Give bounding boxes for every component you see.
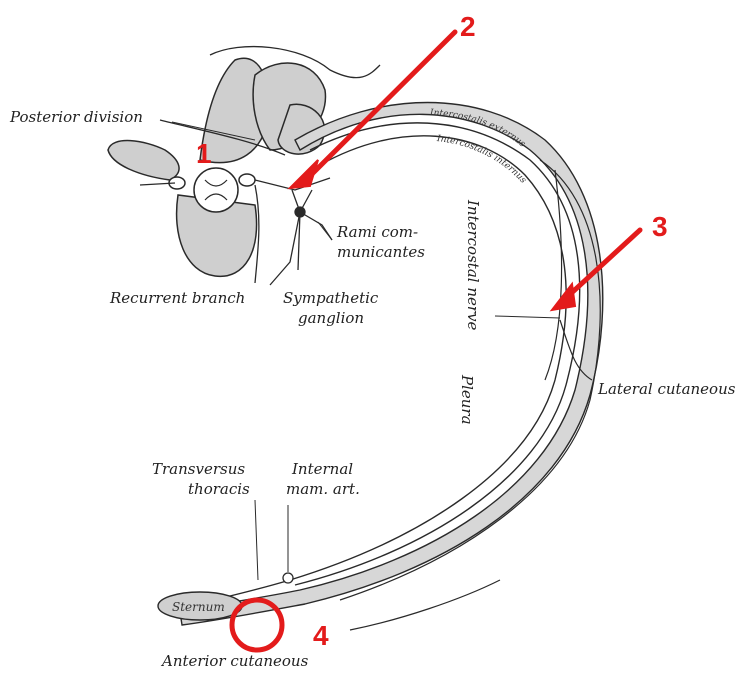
sympathetic-ganglion-label-line1: Sympathetic (283, 289, 379, 307)
marker-1: 1 (196, 138, 212, 169)
recurrent-branch-label: Recurrent branch (109, 289, 245, 307)
vertebra (108, 58, 325, 276)
dorsal-root-ganglion-right (239, 174, 255, 186)
arrow-3-head (552, 284, 575, 310)
pleura-label: Pleura (458, 374, 476, 425)
rami-label-line1: Rami com- (336, 223, 418, 241)
internal-mammary-artery (283, 573, 293, 583)
lateral-cutaneous-label: Lateral cutaneous (597, 380, 736, 398)
anterior-cutaneous-label: Anterior cutaneous (160, 652, 309, 670)
internal-mam-art-label-line1: Internal (291, 460, 353, 478)
intercostal-nerve-label: Intercostal nerve (464, 199, 482, 331)
rami-label-line2: municantes (337, 243, 425, 261)
transversus-thoracis-label-line2: thoracis (188, 480, 250, 498)
posterior-division-label: Posterior division (9, 108, 143, 126)
transverse-process-left (108, 141, 179, 180)
spinal-cord (194, 168, 238, 212)
sternum-label: Sternum (172, 600, 225, 614)
internal-mam-art-label-line2: mam. art. (286, 480, 360, 498)
transversus-thoracis-label-line1: Transversus (152, 460, 245, 478)
marker-2: 2 (460, 11, 476, 42)
marker-4: 4 (313, 620, 329, 651)
marker-3: 3 (652, 211, 668, 242)
sympathetic-ganglion-label-line2: ganglion (298, 309, 364, 327)
